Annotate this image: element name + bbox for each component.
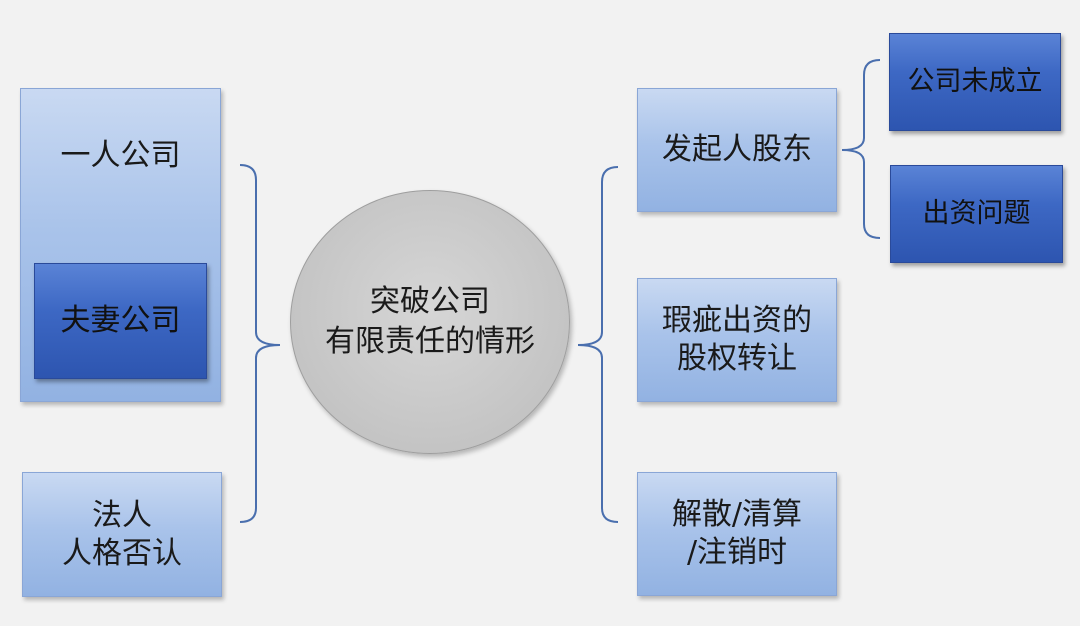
central-topic-line1: 突破公司: [370, 284, 490, 319]
dissolution-liquidation-box: 解散/清算 /注销时: [637, 472, 837, 596]
capital-contribution-issue-box: 出资问题: [890, 165, 1063, 263]
dissolution-liquidation-label: 解散/清算 /注销时: [671, 497, 803, 570]
central-topic-line2: 有限责任的情形: [325, 324, 535, 359]
veil-piercing-box: 法人 人格否认: [22, 472, 222, 597]
central-topic-circle: 突破公司 有限责任的情形: [290, 190, 570, 454]
couple-company-box: 夫妻公司: [34, 263, 207, 379]
promoter-shareholder-label: 发起人股东: [662, 132, 812, 167]
defective-capital-transfer-label: 瑕疵出资的 股权转让: [662, 303, 812, 376]
promoter-shareholder-box: 发起人股东: [637, 88, 837, 212]
veil-piercing-label: 法人 人格否认: [62, 497, 182, 571]
couple-company-label: 夫妻公司: [60, 303, 181, 338]
company-not-established-label: 公司未成立: [907, 66, 1043, 97]
company-not-established-box: 公司未成立: [889, 33, 1061, 131]
far-right-bracket: [841, 59, 881, 239]
left-bracket: [239, 164, 281, 523]
capital-contribution-issue-label: 出资问题: [922, 198, 1031, 229]
defective-capital-transfer-box: 瑕疵出资的 股权转让: [637, 278, 837, 402]
one-person-company-label: 一人公司: [60, 138, 181, 173]
right-bracket: [577, 166, 619, 523]
